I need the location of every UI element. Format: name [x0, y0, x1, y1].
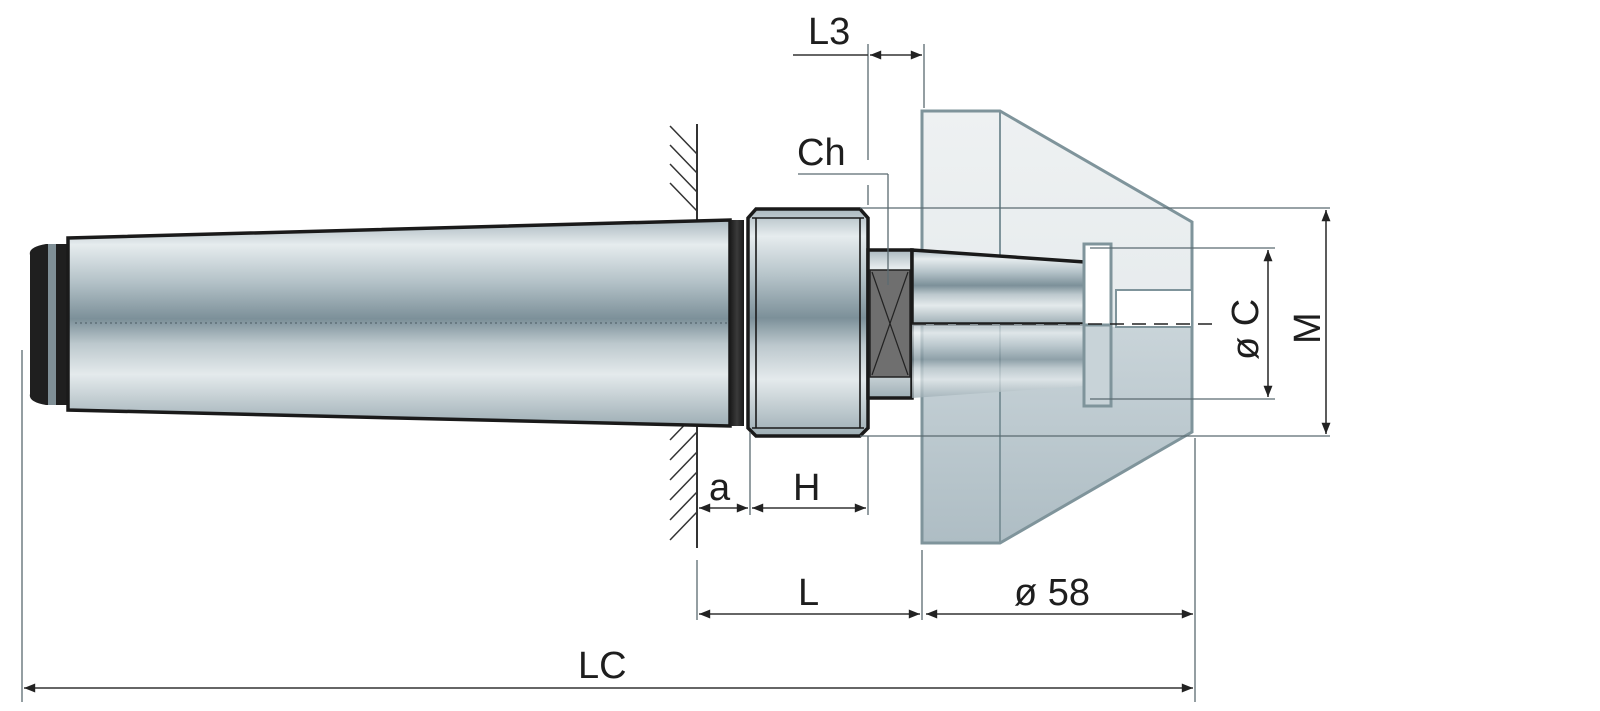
label-M: M	[1287, 312, 1329, 344]
label-L: L	[798, 572, 819, 614]
spindle	[866, 242, 1212, 408]
extension-lines	[21, 44, 1330, 702]
label-H: H	[793, 467, 820, 509]
label-Ch: Ch	[797, 132, 846, 174]
morse-taper-shank	[29, 218, 744, 428]
nut	[746, 207, 870, 438]
label-a: a	[709, 467, 731, 509]
label-diameter-C: ø C	[1225, 299, 1267, 360]
label-diameter-58: ø 58	[1014, 572, 1090, 614]
dimension-lines	[23, 50, 1331, 693]
label-L3: L3	[808, 11, 850, 53]
label-LC: LC	[578, 645, 627, 687]
